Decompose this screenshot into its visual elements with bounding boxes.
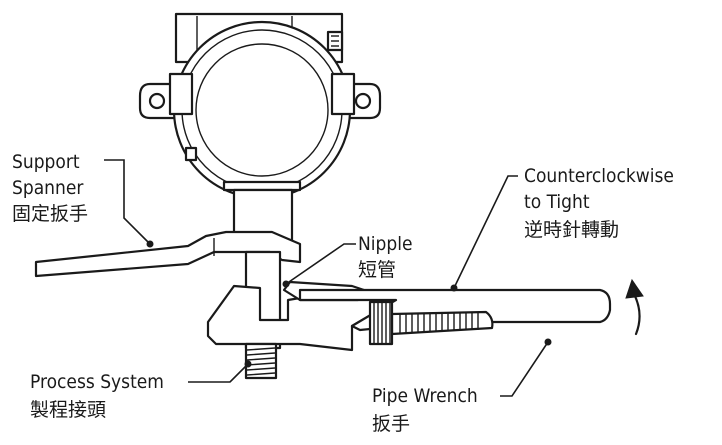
counterclockwise-zh: 逆時針轉動 (524, 219, 619, 241)
pipe-wrench (206, 280, 612, 352)
pipe-wrench-en: Pipe Wrench (372, 385, 478, 407)
counterclockwise-arrow-icon (625, 278, 644, 336)
process-system-zh: 製程接頭 (30, 399, 106, 421)
pipe-wrench-zh: 扳手 (372, 413, 410, 435)
left-strap (168, 72, 194, 116)
support-spanner-zh: 固定扳手 (12, 203, 88, 225)
support-spanner (34, 230, 302, 278)
label-pipe-wrench: Pipe Wrench 扳手 (372, 385, 478, 435)
label-process-system: Process System 製程接頭 (30, 371, 164, 421)
nipple-en: Nipple (358, 233, 413, 255)
arrow-head (625, 278, 644, 299)
housing-body (172, 20, 352, 200)
support-spanner-en-1: Support (12, 151, 80, 173)
housing-neck (222, 180, 302, 192)
support-spanner-body (34, 230, 302, 278)
process-connection (244, 342, 278, 380)
arrow-arc (632, 292, 641, 336)
label-counterclockwise: Counterclockwise to Tight 逆時針轉動 (524, 165, 674, 241)
counterclockwise-en-2: to Tight (524, 191, 590, 213)
support-spanner-en-2: Spanner (12, 177, 84, 199)
counterclockwise-en-1: Counterclockwise (524, 165, 674, 187)
right-strap (330, 72, 356, 116)
label-support-spanner: Support Spanner 固定扳手 (12, 151, 88, 225)
label-nipple: Nipple 短管 (358, 233, 413, 281)
nipple-zh: 短管 (358, 259, 396, 281)
leader-lines (104, 159, 552, 397)
transmitter-housing (138, 12, 382, 200)
process-system-en: Process System (30, 371, 164, 393)
